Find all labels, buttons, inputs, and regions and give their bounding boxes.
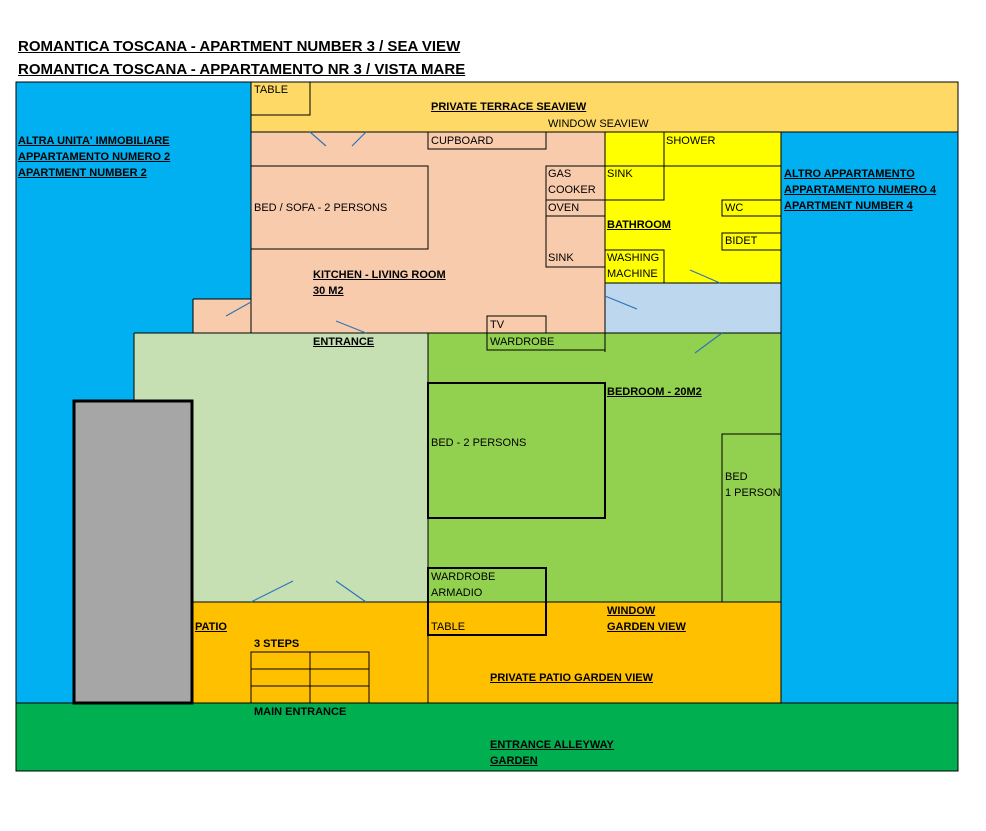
entrance-alleyway-garden — [16, 703, 958, 771]
wc-label: WC — [725, 202, 744, 214]
corridor — [605, 283, 781, 333]
washing-machine-label: WASHING MACHINE — [607, 252, 660, 280]
double-bed-label: BED - 2 PERSONS — [431, 437, 527, 449]
private-terrace — [251, 82, 958, 132]
bathroom — [605, 132, 781, 283]
bathroom-label: BATHROOM — [607, 219, 671, 231]
entrance-alleyway-label: ENTRANCE ALLEYWAY GARDEN — [490, 739, 614, 767]
private-terrace-label: PRIVATE TERRACE SEAVIEW — [431, 101, 587, 113]
kitchen-sink-label: SINK — [548, 252, 574, 264]
bidet-label: BIDET — [725, 235, 758, 247]
left-unit-label: ALTRA UNITA' IMMOBILIARE APPARTAMENTO NU… — [18, 135, 171, 179]
right-neighbor-unit — [781, 132, 958, 703]
window-garden-label: WINDOW GARDEN VIEW — [607, 605, 686, 633]
three-steps-label: 3 STEPS — [254, 638, 300, 650]
right-unit-label: ALTRO APPARTAMENTO APPARTAMENTO NUMERO 4… — [784, 168, 937, 212]
bathroom-sink-label: SINK — [607, 168, 633, 180]
terrace-table-label: TABLE — [254, 84, 289, 96]
private-patio-label: PRIVATE PATIO GARDEN VIEW — [490, 672, 653, 684]
cupboard-label: CUPBOARD — [431, 135, 494, 147]
wardrobe-armadio-label: WARDROBE ARMADIO — [431, 571, 496, 599]
wardrobe-label: WARDROBE — [490, 336, 555, 348]
oven-label: OVEN — [548, 202, 580, 214]
single-bed-label: BED 1 PERSON — [725, 471, 781, 499]
window-seaview-label: WINDOW SEAVIEW — [548, 118, 649, 130]
kitchen-nook — [193, 299, 251, 333]
patio-table-label: TABLE — [431, 621, 466, 633]
gas-cooker-label: GAS COOKER — [548, 168, 596, 196]
title-line-2: ROMANTICA TOSCANA - APPARTAMENTO NR 3 / … — [18, 61, 466, 78]
entrance-label: ENTRANCE — [313, 336, 375, 348]
bedroom-label: BEDROOM - 20M2 — [607, 386, 702, 398]
tv-label: TV — [490, 319, 505, 331]
patio-label: PATIO — [195, 621, 227, 633]
main-entrance-label: MAIN ENTRANCE — [254, 706, 347, 718]
kitchen-living-label: KITCHEN - LIVING ROOM 30 M2 — [313, 269, 446, 297]
shower-label: SHOWER — [666, 135, 716, 147]
bed-sofa-label: BED / SOFA - 2 PERSONS — [254, 202, 388, 214]
outbuilding — [72, 399, 194, 705]
door-marks — [225, 131, 723, 603]
title-line-1: ROMANTICA TOSCANA - APARTMENT NUMBER 3 /… — [18, 38, 461, 55]
